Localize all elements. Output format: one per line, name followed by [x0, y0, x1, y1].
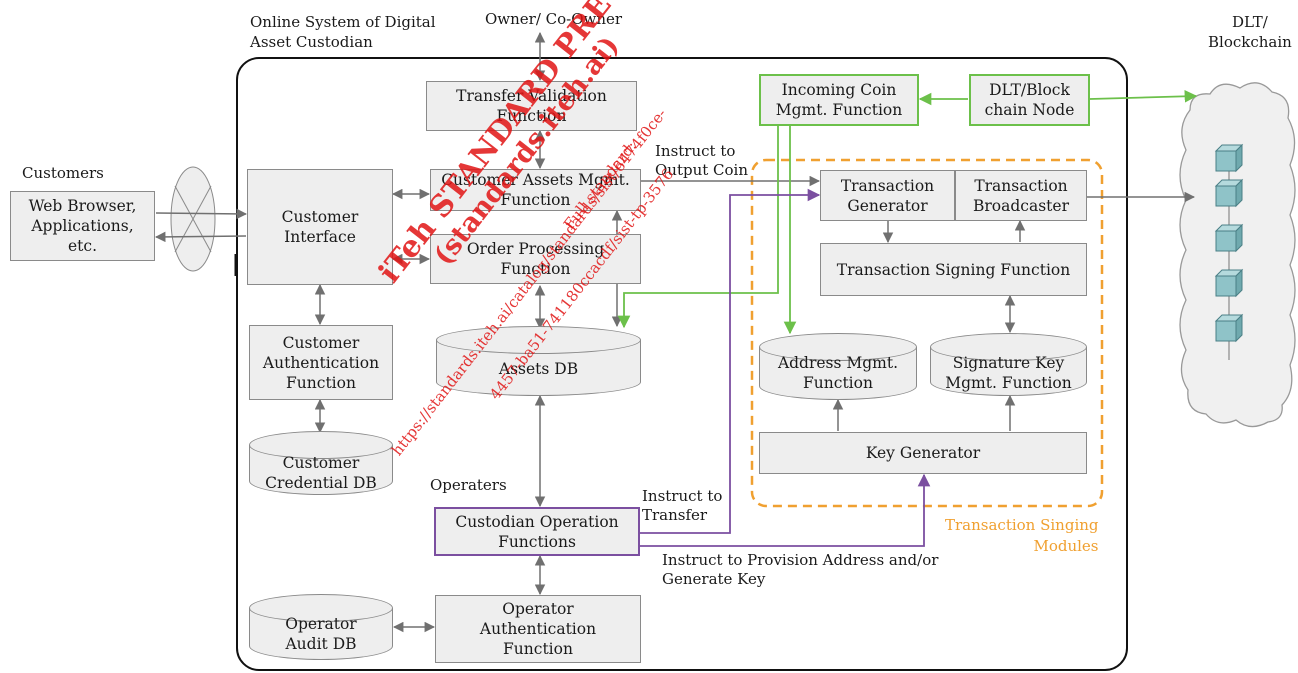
owner-label: Owner/ Co-Owner [485, 10, 623, 28]
blockchain-blocks [1214, 143, 1244, 343]
block-2 [1214, 178, 1244, 208]
arrow-web-to-interface [155, 208, 248, 220]
arrow-incoming-to-assetsdb [617, 126, 779, 329]
key-generator-box: Key Generator [759, 432, 1087, 474]
arrow-instruct-transfer [640, 188, 821, 534]
arrow-node-to-dlt [1089, 90, 1198, 103]
arrow-interface-to-web [154, 231, 247, 243]
block-5 [1214, 313, 1244, 343]
customers-label: Customers [22, 164, 104, 182]
customer-assets-box: Customer Assets Mgmt.Function [430, 169, 641, 211]
web-browser-box: Web Browser,Applications,etc. [10, 191, 155, 261]
transaction-modules-boundary [750, 158, 1104, 508]
gateway-cross-b [174, 185, 212, 253]
block-4 [1214, 268, 1244, 298]
transaction-signing-box: Transaction Signing Function [820, 243, 1087, 296]
arrow-instruct-provision [640, 473, 931, 547]
custodian-system-boundary [236, 57, 1128, 671]
operaters-label: Operaters [430, 476, 507, 494]
blockchain-cloud [1179, 82, 1296, 428]
assets-db: Assets DB [436, 326, 641, 396]
dlt-label: DLT/Blockchain [1208, 13, 1292, 51]
block-3 [1214, 223, 1244, 253]
block-1 [1214, 143, 1244, 173]
address-mgmt-db: Address Mgmt.Function [759, 333, 917, 400]
